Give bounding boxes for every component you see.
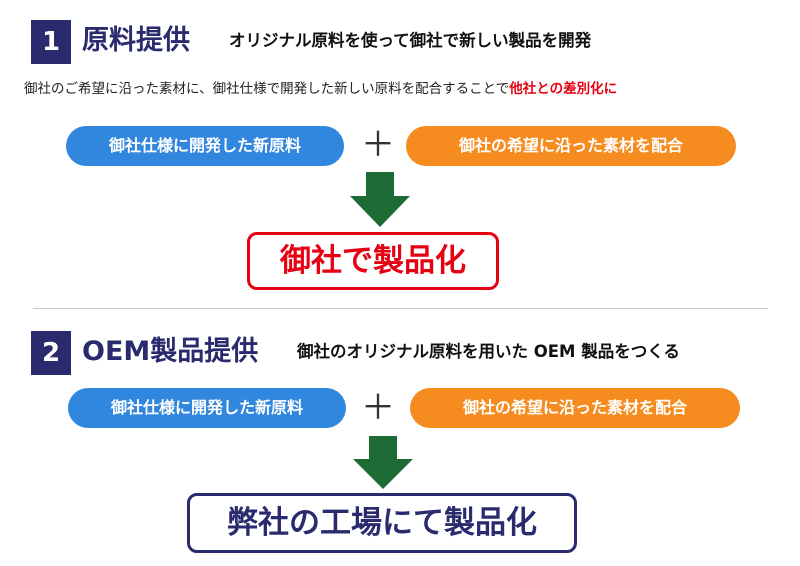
section-1-description: オリジナル原料を使って御社で新しい製品を開発 — [229, 31, 592, 50]
section-divider — [33, 308, 768, 309]
intro-text: 御社のご希望に沿った素材に、御社仕様で開発した新しい原料を配合することで — [24, 81, 510, 97]
section-1-intro: 御社のご希望に沿った素材に、御社仕様で開発した新しい原料を配合することで他社との… — [24, 79, 617, 99]
section-1-title: 原料提供 — [82, 25, 190, 56]
section-1-down-arrow-icon — [350, 172, 410, 227]
section-2-material-pill: 御社の希望に沿った素材を配合 — [410, 388, 740, 428]
section-1-plus-icon: ＋ — [361, 125, 395, 165]
section-2-plus-icon: ＋ — [361, 388, 395, 428]
section-2-result-box: 弊社の工場にて製品化 — [187, 493, 577, 553]
section-1-new-ingredient-pill: 御社仕様に開発した新原料 — [66, 126, 344, 166]
section-2-down-arrow-icon — [353, 436, 413, 489]
section-1-number: 1 — [31, 20, 71, 64]
section-2-title: OEM製品提供 — [82, 336, 259, 367]
section-2-number: 2 — [31, 331, 71, 375]
section-2-description: 御社のオリジナル原料を用いた OEM 製品をつくる — [297, 342, 680, 361]
intro-highlight: 他社との差別化に — [509, 81, 618, 97]
section-1-material-pill: 御社の希望に沿った素材を配合 — [406, 126, 736, 166]
section-1-result-box: 御社で製品化 — [247, 232, 499, 290]
section-2-new-ingredient-pill: 御社仕様に開発した新原料 — [68, 388, 346, 428]
